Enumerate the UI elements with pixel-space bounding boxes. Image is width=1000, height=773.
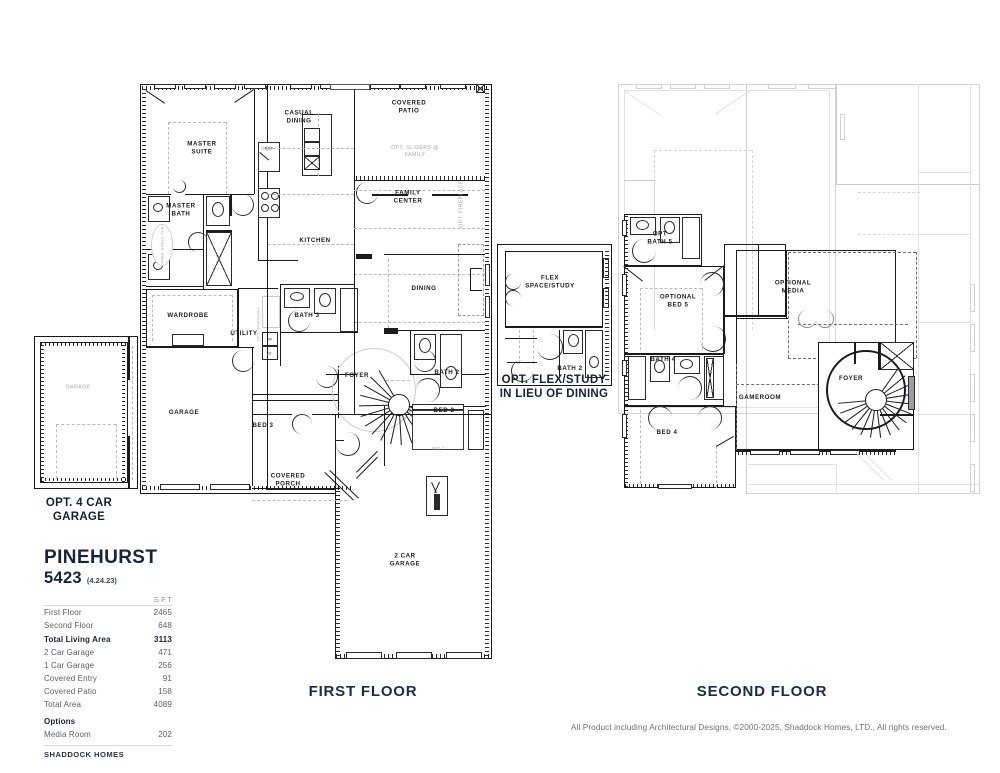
plan-number: 5423	[44, 568, 82, 587]
table-header-row: S.F.T	[44, 592, 172, 607]
second-floor-staircase	[836, 360, 916, 440]
opt-flex-study-plan	[497, 244, 612, 386]
option-label: Media Room	[44, 729, 91, 739]
options-header: Options	[44, 716, 76, 726]
opt-flex-study-caption: OPT. FLEX/STUDY IN LIEU OF DINING	[499, 374, 609, 401]
area-value: 158	[158, 687, 172, 697]
first-floor-plan: FREE STAND TUB OPT. SINK/CABS W D	[140, 84, 492, 664]
area-row: Covered Entry 91	[44, 672, 172, 685]
second-floor-caption: SECOND FLOOR	[696, 683, 828, 700]
plan-legend: PINEHURST 5423 (4.24.23) S.F.T First Flo…	[44, 548, 172, 759]
area-label: 1 Car Garage	[44, 660, 95, 670]
area-label: Covered Patio	[44, 687, 97, 697]
opt-4-car-garage-plan	[34, 336, 138, 489]
first-floor-caption: FIRST FLOOR	[308, 683, 418, 700]
area-value: 648	[158, 621, 172, 631]
copyright-notice: All Product including Architectural Desi…	[571, 723, 947, 732]
area-row: First Floor 2465	[44, 606, 172, 620]
area-row: 2 Car Garage 471	[44, 646, 172, 659]
option-row: Media Room 202	[44, 728, 172, 741]
plan-title: PINEHURST	[44, 547, 158, 568]
area-row: Total Area 4089	[44, 698, 172, 711]
stair-newel	[865, 389, 887, 411]
area-value: 2465	[153, 608, 172, 618]
second-floor-plan	[618, 84, 980, 504]
area-label: Covered Entry	[44, 674, 98, 684]
stair-newel	[388, 394, 410, 416]
area-row: Second Floor 648	[44, 619, 172, 632]
area-label: Total Living Area	[44, 634, 111, 644]
area-row: Covered Patio 158	[44, 685, 172, 698]
options-header-value	[136, 712, 172, 728]
area-value: 3113	[154, 634, 172, 644]
option-value: 202	[158, 729, 172, 739]
area-value: 4089	[153, 700, 172, 710]
area-label: Total Area	[44, 700, 82, 710]
opt-4-car-garage-caption: OPT. 4 CAR GARAGE	[45, 497, 113, 524]
brand-footer: SHADDOCK HOMES	[44, 744, 172, 759]
area-label: 2 Car Garage	[44, 647, 95, 657]
plan-revision: (4.24.23)	[86, 575, 117, 585]
area-label: Second Floor	[44, 621, 94, 631]
area-value: 256	[158, 660, 172, 670]
first-floor-staircase	[356, 362, 442, 448]
area-unit-header: S.F.T	[136, 592, 172, 607]
options-header-row: Options	[44, 712, 172, 728]
area-row: Total Living Area 3113	[44, 632, 172, 645]
area-label: First Floor	[44, 608, 82, 618]
area-value: 91	[162, 674, 172, 684]
area-row: 1 Car Garage 256	[44, 659, 172, 672]
area-label-header	[44, 592, 136, 607]
area-value: 471	[158, 647, 172, 657]
